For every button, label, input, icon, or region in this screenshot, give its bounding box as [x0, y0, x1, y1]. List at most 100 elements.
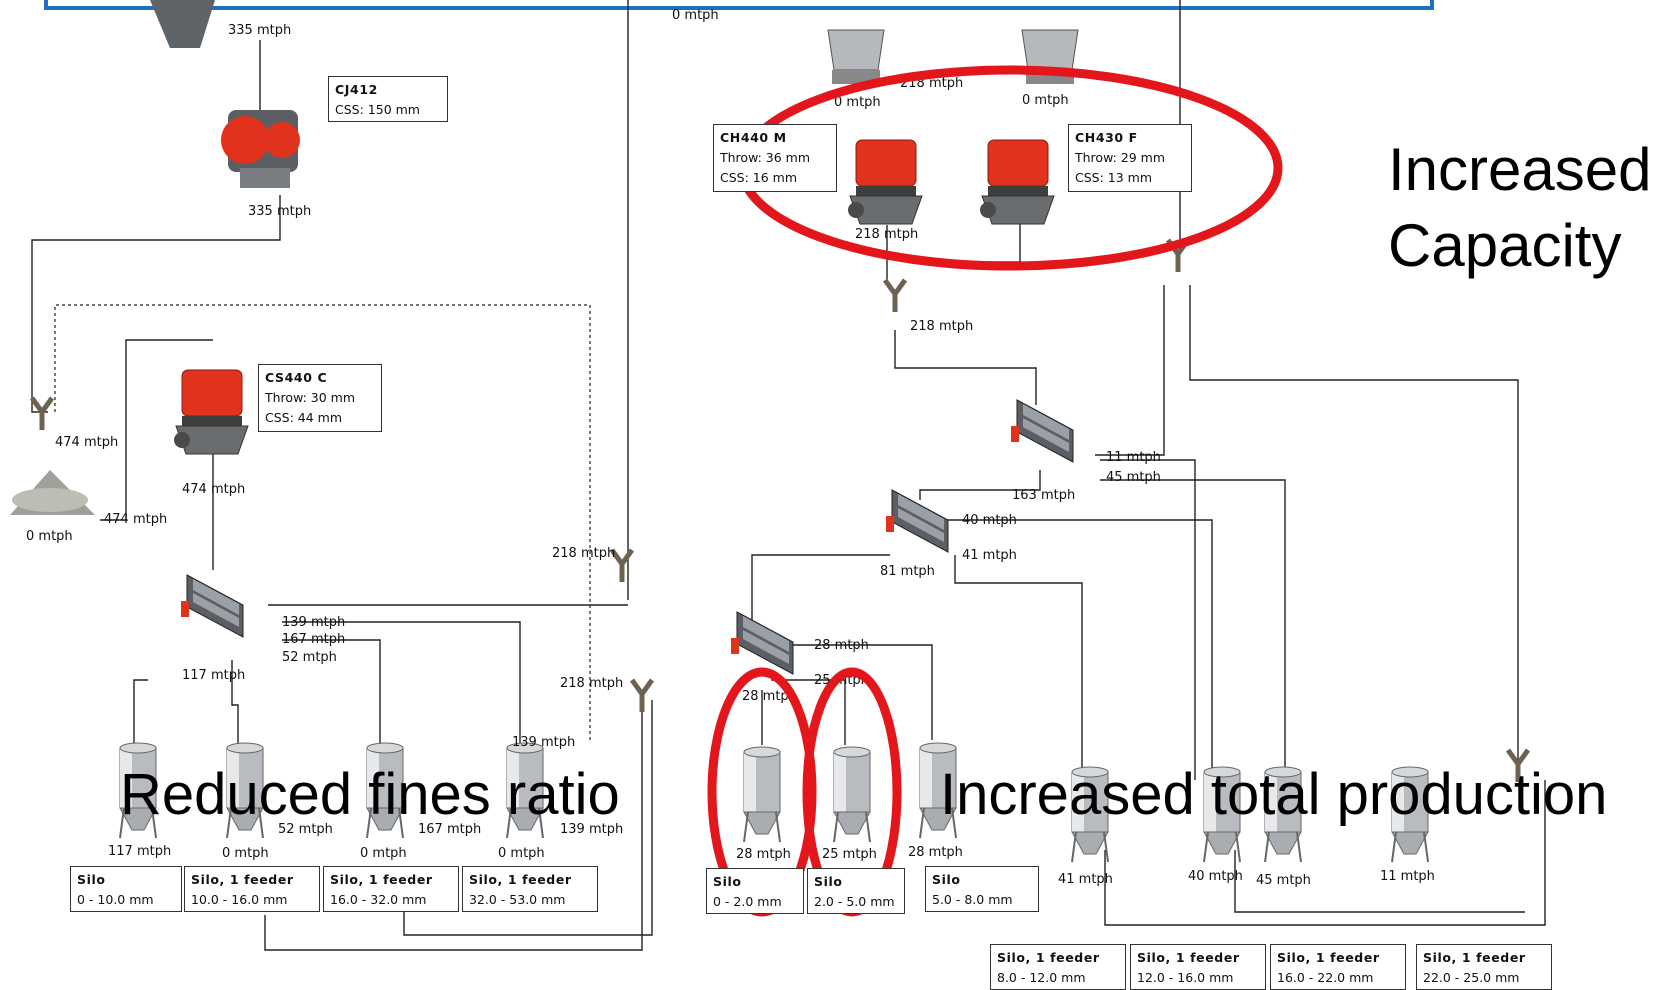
flow-label: 28 mtph	[742, 689, 797, 704]
flow-label: 52 mtph	[278, 822, 333, 837]
screen-secondary	[1010, 399, 1074, 463]
silo-range: 0 - 2.0 mm	[713, 894, 782, 909]
flow-label: 52 mtph	[282, 650, 337, 665]
flow-labels: 0 mtph 335 mtph 335 mtph 218 mtph 0 mtph…	[26, 8, 1435, 888]
flow-label: 28 mtph	[736, 847, 791, 862]
feeder-top	[150, 0, 215, 48]
ch440-label: CH440 M Throw: 36 mm CSS: 16 mm	[713, 124, 837, 192]
flow-label: 163 mtph	[1012, 488, 1075, 503]
flow-label: 117 mtph	[182, 668, 245, 683]
machine-title: CH440 M	[720, 130, 787, 145]
machine-setting: CSS: 16 mm	[720, 170, 798, 185]
flow-lines	[31, 0, 1546, 951]
flow-label: 41 mtph	[1058, 872, 1113, 887]
screen-main	[180, 574, 244, 638]
silo-label-1: Silo 0 - 10.0 mm	[70, 866, 182, 912]
silo-range: 8.0 - 12.0 mm	[997, 970, 1086, 985]
ch430-label: CH430 F Throw: 29 mm CSS: 13 mm	[1068, 124, 1192, 192]
silo-title: Silo	[932, 872, 961, 887]
flow-label: 139 mtph	[512, 735, 575, 750]
machine-setting: Throw: 36 mm	[720, 150, 811, 165]
silo-label-8: Silo, 1 feeder 8.0 - 12.0 mm	[990, 944, 1126, 990]
flow-label: 474 mtph	[182, 482, 245, 497]
flow-label: 218 mtph	[910, 319, 973, 334]
flow-label: 81 mtph	[880, 564, 935, 579]
splitter-1	[32, 398, 52, 430]
flow-label: 28 mtph	[908, 845, 963, 860]
cs440-label: CS440 C Throw: 30 mm CSS: 44 mm	[258, 364, 382, 432]
splitter-2	[885, 280, 905, 312]
silo-6	[833, 746, 871, 843]
silo-range: 2.0 - 5.0 mm	[814, 894, 895, 909]
machine-title: CJ412	[335, 82, 378, 97]
flow-label: 40 mtph	[962, 513, 1017, 528]
flow-label: 139 mtph	[560, 822, 623, 837]
flow-label: 45 mtph	[1256, 873, 1311, 888]
flow-label: 25 mtph	[822, 847, 877, 862]
machine-title: CS440 C	[265, 370, 328, 385]
flow-label: 0 mtph	[1022, 93, 1069, 108]
silo-title: Silo	[713, 874, 742, 889]
silo-label-3: Silo, 1 feeder 16.0 - 32.0 mm	[323, 866, 459, 912]
flow-label: 218 mtph	[855, 227, 918, 242]
flow-label: 11 mtph	[1106, 450, 1161, 465]
silo-title: Silo, 1 feeder	[1277, 950, 1380, 965]
flow-label: 0 mtph	[360, 846, 407, 861]
flow-label: 28 mtph	[814, 638, 869, 653]
silo-range: 32.0 - 53.0 mm	[469, 892, 566, 907]
cone-crusher-ch440	[847, 139, 923, 225]
silo-title: Silo	[814, 874, 843, 889]
silo-label-5: Silo 0 - 2.0 mm	[706, 868, 804, 914]
silo-5	[743, 746, 781, 843]
machine-setting: CSS: 13 mm	[1075, 170, 1153, 185]
flow-label: 218 mtph	[560, 676, 623, 691]
flow-label: 474 mtph	[104, 512, 167, 527]
flow-label: 11 mtph	[1380, 869, 1435, 884]
silo-label-10: Silo, 1 feeder 16.0 - 22.0 mm	[1270, 944, 1406, 990]
flow-label: 0 mtph	[498, 846, 545, 861]
flow-label: 41 mtph	[962, 548, 1017, 563]
flow-label: 474 mtph	[55, 435, 118, 450]
flow-label: 0 mtph	[26, 529, 73, 544]
silo-title: Silo, 1 feeder	[191, 872, 294, 887]
machine-setting: CSS: 150 mm	[335, 102, 420, 117]
flow-label: 45 mtph	[1106, 470, 1161, 485]
flow-label: 335 mtph	[228, 23, 291, 38]
cone-crusher-ch430	[979, 139, 1055, 225]
silo-range: 16.0 - 22.0 mm	[1277, 970, 1374, 985]
stockpile	[10, 470, 95, 515]
silo-range: 10.0 - 16.0 mm	[191, 892, 288, 907]
cj412-label: CJ412 CSS: 150 mm	[328, 76, 448, 122]
silo-range: 22.0 - 25.0 mm	[1423, 970, 1520, 985]
silo-range: 16.0 - 32.0 mm	[330, 892, 427, 907]
splitter-5	[632, 680, 652, 712]
silo-title: Silo	[77, 872, 106, 887]
machine-setting: CSS: 44 mm	[265, 410, 343, 425]
machine-setting: Throw: 29 mm	[1075, 150, 1166, 165]
silo-title: Silo, 1 feeder	[330, 872, 433, 887]
silo-label-6: Silo 2.0 - 5.0 mm	[807, 868, 905, 914]
flow-label: 167 mtph	[418, 822, 481, 837]
window-top-border	[44, 0, 1434, 10]
flow-label: 0 mtph	[222, 846, 269, 861]
silo-title: Silo, 1 feeder	[997, 950, 1100, 965]
silo-label-7: Silo 5.0 - 8.0 mm	[925, 866, 1039, 912]
flow-label: 139 mtph	[282, 615, 345, 630]
machine-title: CH430 F	[1075, 130, 1138, 145]
machine-setting: Throw: 30 mm	[265, 390, 356, 405]
flow-label: 0 mtph	[834, 95, 881, 110]
annotation-capacity-1: Increased	[1388, 136, 1652, 203]
flow-label: 335 mtph	[248, 204, 311, 219]
flow-label: 117 mtph	[108, 844, 171, 859]
screen-tertiary	[885, 489, 949, 553]
screen-fines	[730, 611, 794, 675]
silo-range: 5.0 - 8.0 mm	[932, 892, 1013, 907]
jaw-crusher-cj412	[221, 110, 300, 188]
silo-range: 0 - 10.0 mm	[77, 892, 154, 907]
cone-crusher-cs440	[173, 369, 249, 455]
annotation-production: Increased total production	[940, 762, 1608, 827]
annotation-capacity-2: Capacity	[1388, 212, 1622, 279]
silo-range: 12.0 - 16.0 mm	[1137, 970, 1234, 985]
